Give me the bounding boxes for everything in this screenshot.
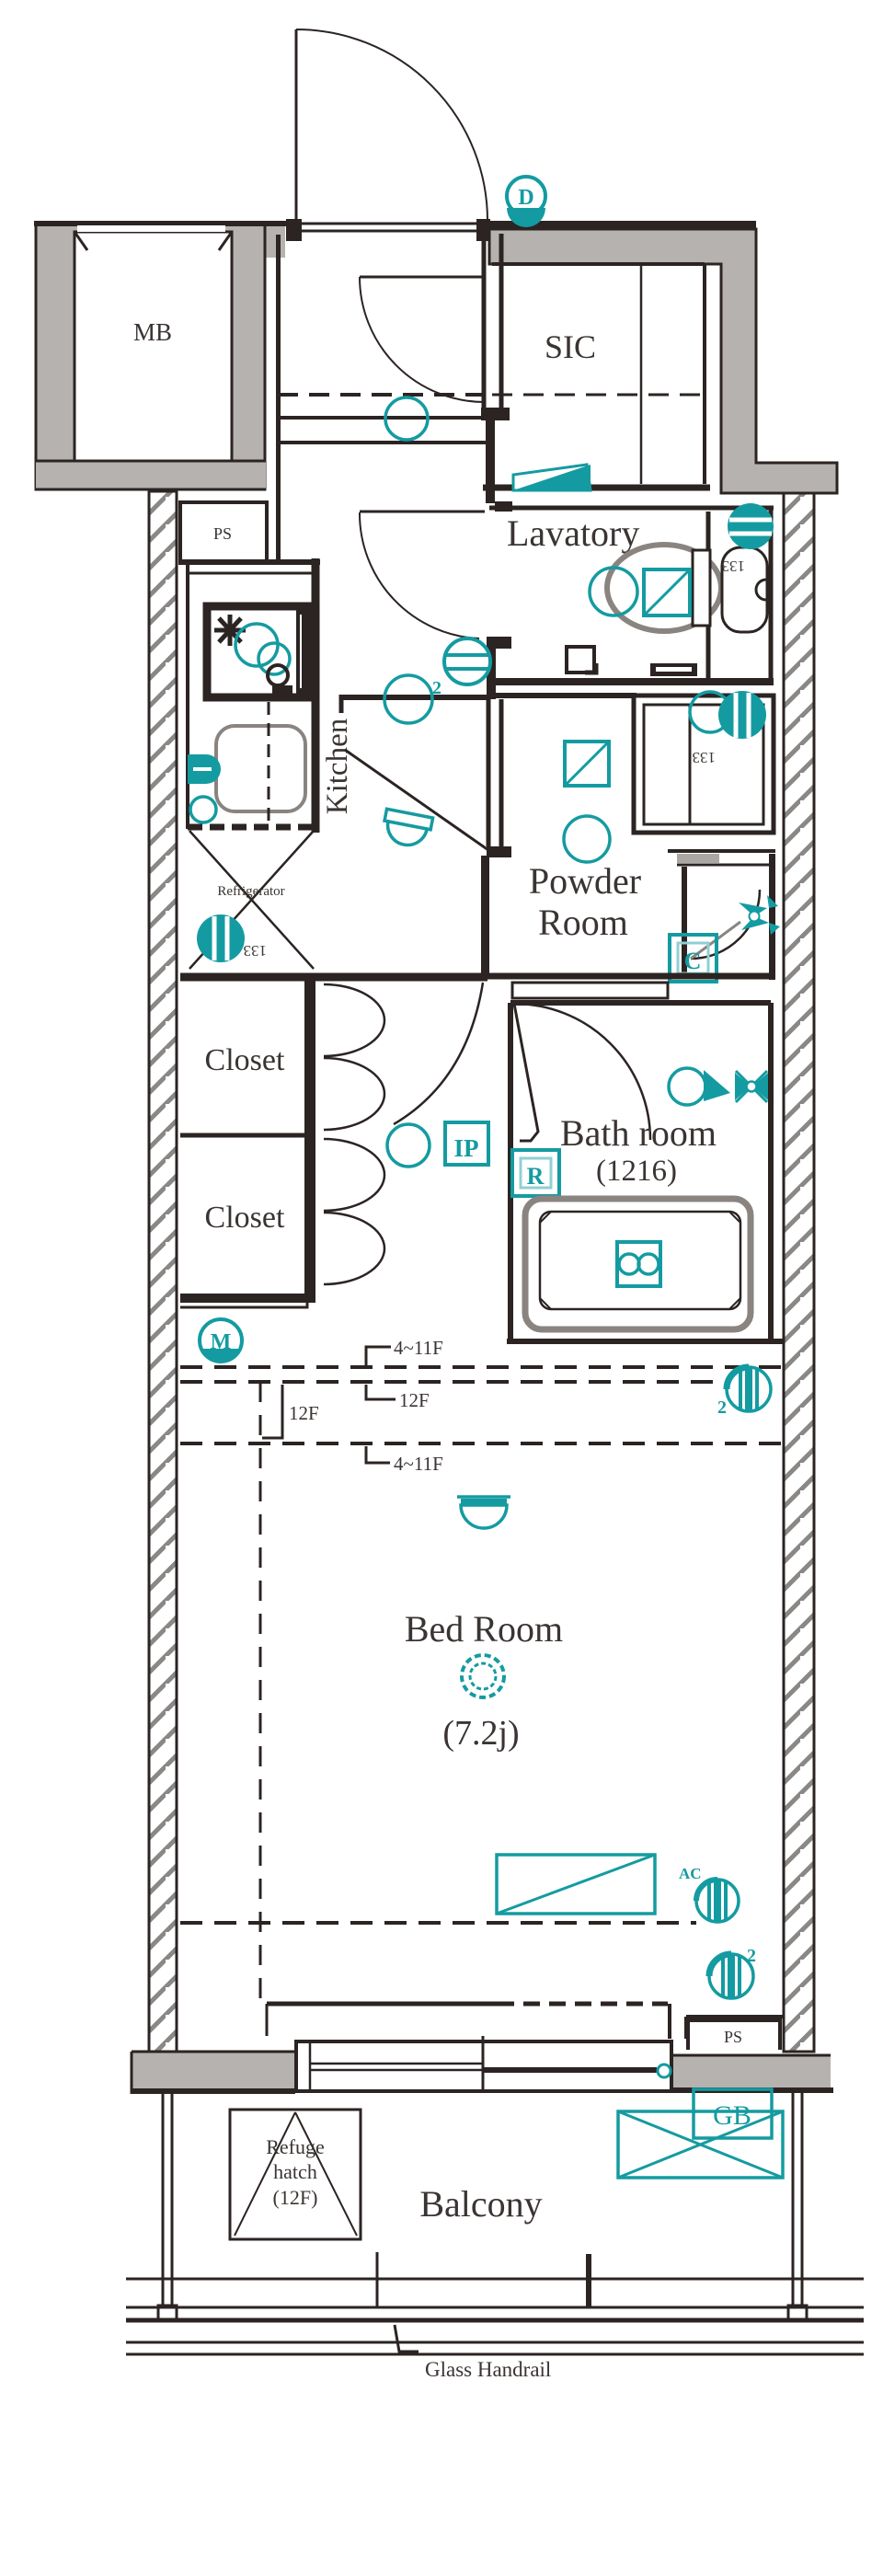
svg-text:2: 2 (717, 1397, 727, 1418)
svg-text:Glass Handrail: Glass Handrail (425, 2358, 551, 2381)
svg-text:(7.2j): (7.2j) (442, 1714, 519, 1753)
svg-text:Refuge: Refuge (266, 2135, 325, 2158)
svg-text:PS: PS (213, 524, 232, 543)
svg-text:4~11F: 4~11F (394, 1337, 443, 1359)
svg-text:133: 133 (244, 942, 268, 960)
svg-text:(1216): (1216) (596, 1155, 677, 1188)
svg-text:Bath room: Bath room (560, 1112, 717, 1154)
svg-text:Closet: Closet (205, 1201, 285, 1235)
svg-text:MB: MB (133, 318, 172, 346)
svg-text:133: 133 (693, 749, 717, 766)
svg-text:12F: 12F (289, 1402, 319, 1424)
svg-text:SIC: SIC (545, 328, 596, 365)
svg-text:PS: PS (724, 2028, 742, 2046)
svg-text:Powder: Powder (529, 860, 641, 902)
svg-text:M: M (211, 1330, 232, 1354)
svg-text:Room: Room (538, 902, 628, 943)
svg-text:4~11F: 4~11F (394, 1453, 443, 1475)
svg-text:(12F): (12F) (273, 2186, 318, 2209)
svg-text:AC: AC (679, 1865, 702, 1882)
svg-text:R: R (527, 1163, 545, 1190)
svg-text:Lavatory: Lavatory (507, 512, 639, 554)
svg-text:133: 133 (722, 558, 746, 575)
svg-text:Balcony: Balcony (419, 2183, 542, 2225)
svg-text:D: D (518, 186, 533, 210)
svg-text:Kitchen: Kitchen (321, 719, 354, 814)
svg-text:hatch: hatch (273, 2160, 317, 2183)
svg-text:2: 2 (432, 678, 442, 698)
svg-text:IP: IP (454, 1134, 479, 1162)
svg-text:GB: GB (713, 2100, 751, 2131)
svg-text:12F: 12F (399, 1389, 430, 1411)
svg-text:Refrigerator: Refrigerator (217, 884, 284, 899)
svg-text:2: 2 (747, 1946, 756, 1966)
svg-text:C: C (684, 948, 702, 974)
svg-text:Closet: Closet (205, 1043, 285, 1077)
svg-text:Bed Room: Bed Room (405, 1608, 563, 1650)
